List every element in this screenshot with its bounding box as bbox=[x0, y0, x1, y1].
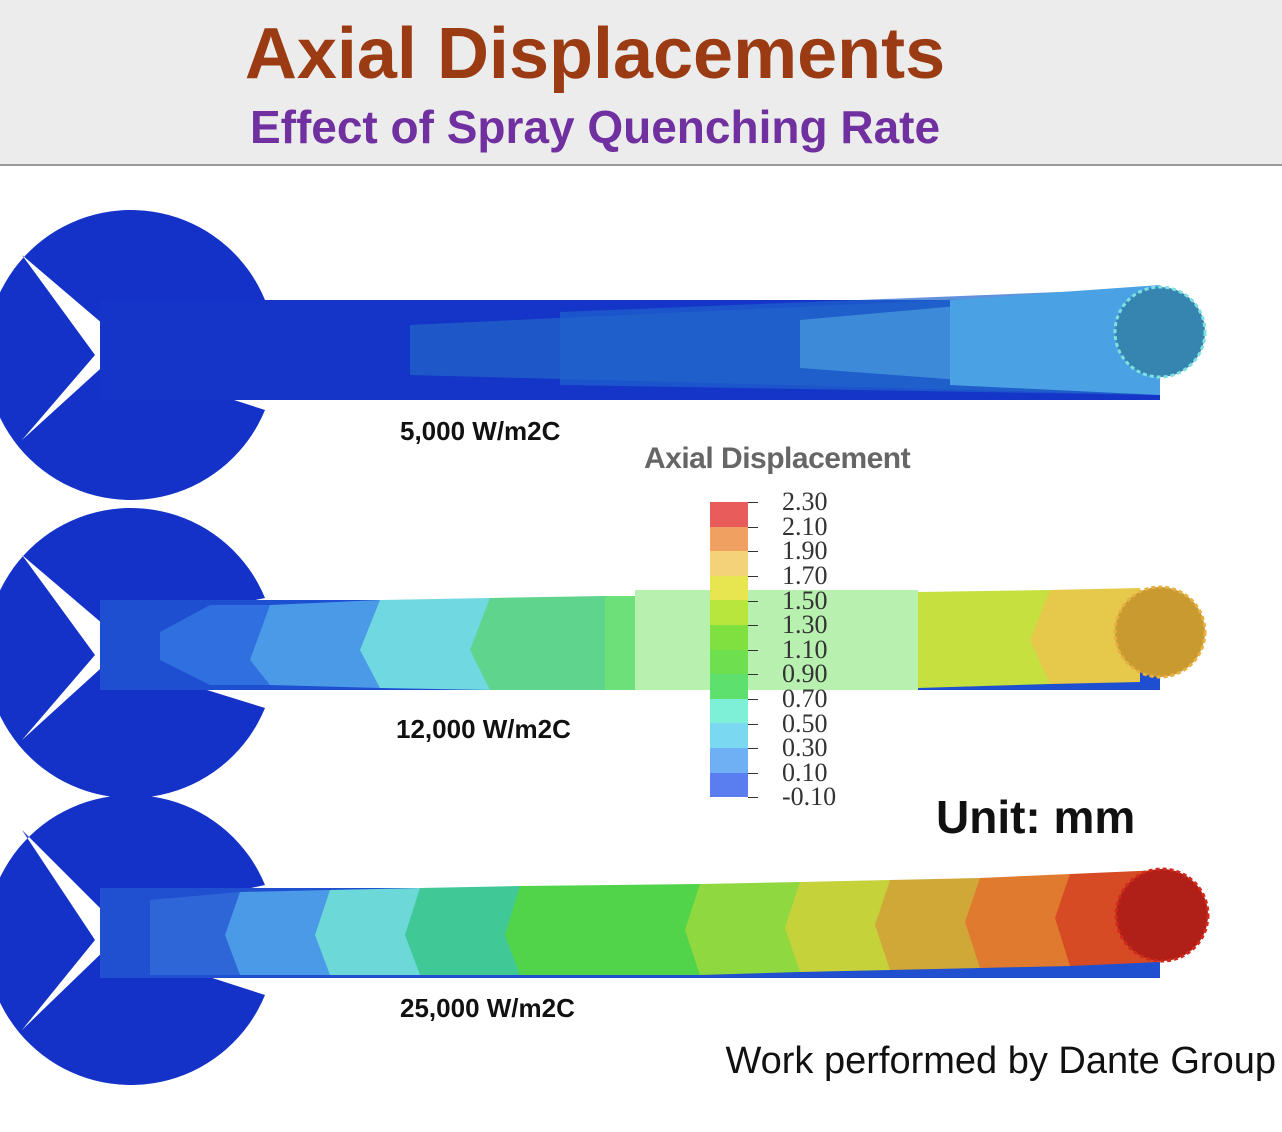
shaft-5000: 5,000 W/m2C bbox=[0, 210, 1207, 500]
case-label-5000: 5,000 W/m2C bbox=[400, 416, 561, 446]
shaft-25000: 25,000 W/m2C bbox=[0, 795, 1210, 1085]
legend-swatch bbox=[710, 502, 748, 527]
legend-tick: 0.90 bbox=[748, 661, 848, 687]
legend-tick: 0.50 bbox=[748, 710, 848, 737]
legend-color-bar bbox=[710, 502, 748, 798]
legend-swatch bbox=[710, 674, 748, 699]
page-title: Axial Displacements bbox=[244, 14, 946, 94]
shaft-25000-end bbox=[1114, 867, 1210, 963]
unit-label: Unit: mm bbox=[936, 791, 1136, 843]
shaft-5000-end bbox=[1113, 285, 1207, 379]
legend-title: Axial Displacement bbox=[644, 442, 911, 475]
legend-swatch bbox=[710, 575, 748, 601]
legend-swatch bbox=[710, 748, 748, 773]
credit-text: Work performed by Dante Group bbox=[725, 1040, 1276, 1082]
shaft-12000-end bbox=[1113, 585, 1207, 679]
legend-swatch bbox=[710, 526, 748, 552]
legend-swatch bbox=[710, 649, 748, 675]
legend-tick: -0.10 bbox=[748, 784, 848, 810]
legend-tick: 0.70 bbox=[748, 685, 848, 712]
shaft-25000-head bbox=[0, 795, 265, 1085]
legend-swatch bbox=[710, 723, 748, 749]
legend-tick: 1.30 bbox=[748, 612, 848, 638]
legend-tick: 2.30 bbox=[748, 489, 848, 515]
page-subtitle: Effect of Spray Quenching Rate bbox=[249, 101, 941, 153]
case-label-12000: 12,000 W/m2C bbox=[396, 714, 571, 744]
case-label-25000: 25,000 W/m2C bbox=[400, 993, 575, 1023]
simulation-figure: 5,000 W/m2C 12,000 W/m2C 25,000 W/m2C bbox=[0, 210, 1210, 1085]
legend-swatch bbox=[710, 698, 748, 724]
shaft-12000: 12,000 W/m2C bbox=[0, 508, 1207, 798]
legend-tick: 2.10 bbox=[748, 513, 848, 540]
legend-swatch bbox=[710, 551, 748, 576]
legend-tick: 0.30 bbox=[748, 735, 848, 761]
legend-tick: 1.70 bbox=[748, 562, 848, 589]
legend-swatch bbox=[710, 600, 748, 626]
legend-tick: 1.50 bbox=[748, 587, 848, 614]
legend-tick: 0.10 bbox=[748, 759, 848, 786]
shaft-12000-head bbox=[0, 508, 265, 798]
legend-swatch bbox=[710, 772, 748, 798]
legend-tick: 1.10 bbox=[748, 636, 848, 663]
header-banner: Axial Displacements Effect of Spray Quen… bbox=[0, 0, 1282, 166]
legend-tick: 1.90 bbox=[748, 538, 848, 564]
legend-swatch bbox=[710, 625, 748, 650]
shaft-5000-head bbox=[0, 210, 265, 500]
